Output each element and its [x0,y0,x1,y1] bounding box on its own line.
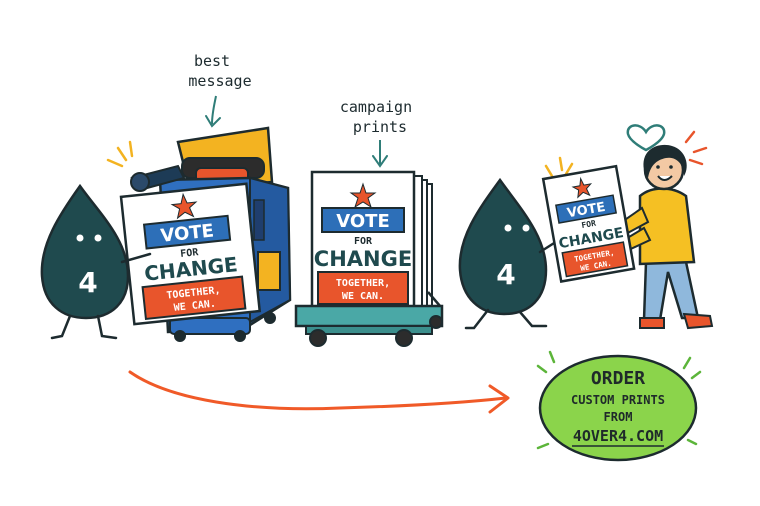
held-poster: VOTE FOR CHANGE TOGETHER, WE CAN. [541,164,636,283]
annotation-prints: prints [353,118,407,136]
press-poster: VOTE FOR CHANGE TOGETHER, WE CAN. [119,182,262,326]
print-cart: VOTE FOR CHANGE TOGETHER, WE CAN. [294,170,444,347]
held-poster-vote: VOTE [566,200,607,221]
annotation-best: best [194,52,230,70]
cart-poster-we-can: WE CAN. [342,291,384,302]
mascot-left: 4 [40,183,152,340]
mascot-right-badge: 4 [496,258,515,291]
cart-poster-vote: VOTE [336,211,390,232]
mascot-left-badge: 4 [78,266,97,299]
cta-custom-prints: CUSTOM PRINTS [571,393,665,407]
cart-poster-together: TOGETHER, [336,278,390,289]
press-poster-we-can: WE CAN. [173,299,216,314]
annotation-campaign-prints: campaign prints [340,98,412,168]
person [612,124,714,330]
cta-order: ORDER [591,368,645,389]
press-poster-for: FOR [180,247,200,260]
annotation-campaign: campaign [340,98,412,116]
annotation-best-message: best message [188,52,252,128]
cart-poster-for: FOR [354,236,373,247]
cart-poster-change: CHANGE [314,247,412,271]
flow-arrow [128,370,510,414]
annotation-message: message [188,72,251,90]
cta-website[interactable]: 4OVER4.COM [573,427,663,445]
cta-badge[interactable]: ORDER CUSTOM PRINTS FROM 4OVER4.COM [536,350,702,462]
mascot-right: 4 [458,156,574,330]
cta-from: FROM [604,410,633,424]
held-poster-for: FOR [581,219,597,230]
